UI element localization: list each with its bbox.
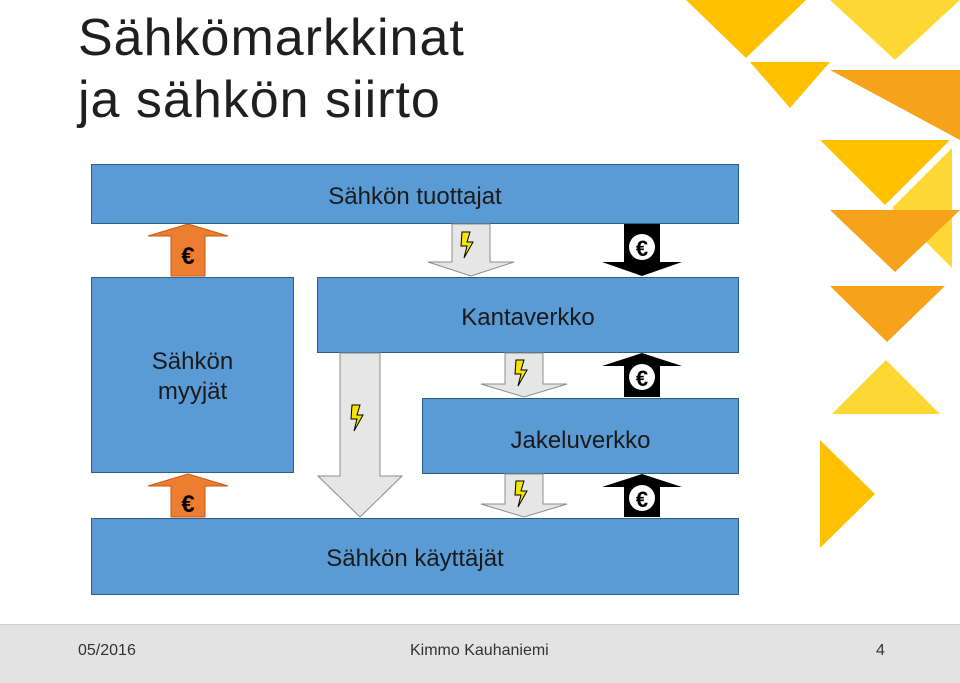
deco-triangle: [892, 148, 952, 268]
euro-icon: €: [181, 243, 194, 270]
consumers-box: Sähkön käyttäjät: [91, 518, 739, 595]
deco-triangle: [820, 140, 950, 205]
transmission-grid-label: Kantaverkko: [461, 304, 595, 331]
power-arrow-transmission-to-consumers: [316, 352, 404, 518]
decorative-triangles: [686, 0, 960, 548]
footer-date: 05/2016: [78, 642, 136, 659]
sellers-box: Sähkön myyjät: [91, 277, 294, 473]
deco-triangle: [830, 0, 960, 60]
flow-arrows: € € € € €: [147, 223, 682, 518]
euro-icon: €: [636, 366, 648, 391]
deco-triangle: [750, 62, 830, 108]
deco-triangle: [686, 0, 806, 58]
sellers-label-line-2: myyjät: [157, 378, 228, 405]
euro-badge: [629, 485, 655, 511]
money-arrow-sellers-to-producers: [147, 223, 229, 277]
slide-footer: 05/2016 Kimmo Kauhaniemi 4: [0, 624, 960, 683]
producers-box: Sähkön tuottajat: [91, 164, 739, 224]
deco-triangle: [832, 360, 940, 414]
slide-title-line-2: ja sähkön siirto: [78, 71, 441, 129]
sellers-label-line-1: Sähkön: [151, 348, 234, 375]
distribution-grid-box: Jakeluverkko: [422, 398, 739, 474]
deco-triangle: [830, 70, 960, 140]
euro-badge: [629, 234, 655, 260]
footer-author: Kimmo Kauhaniemi: [410, 642, 549, 659]
producers-label: Sähkön tuottajat: [328, 183, 502, 210]
euro-icon: €: [636, 236, 648, 261]
deco-triangle: [820, 440, 875, 548]
deco-triangle: [830, 286, 945, 342]
footer-page-number: 4: [876, 642, 885, 659]
money-arrow-consumers-to-sellers: [147, 473, 229, 518]
deco-triangle: [830, 210, 960, 272]
euro-icon: €: [636, 487, 648, 512]
distribution-grid-label: Jakeluverkko: [510, 427, 651, 454]
consumers-label: Sähkön käyttäjät: [326, 545, 504, 572]
euro-badge: [629, 364, 655, 390]
slide-title-line-1: Sähkömarkkinat: [78, 9, 465, 67]
euro-icon: €: [181, 491, 194, 518]
power-arrow-producers-to-transmission: [427, 223, 515, 277]
